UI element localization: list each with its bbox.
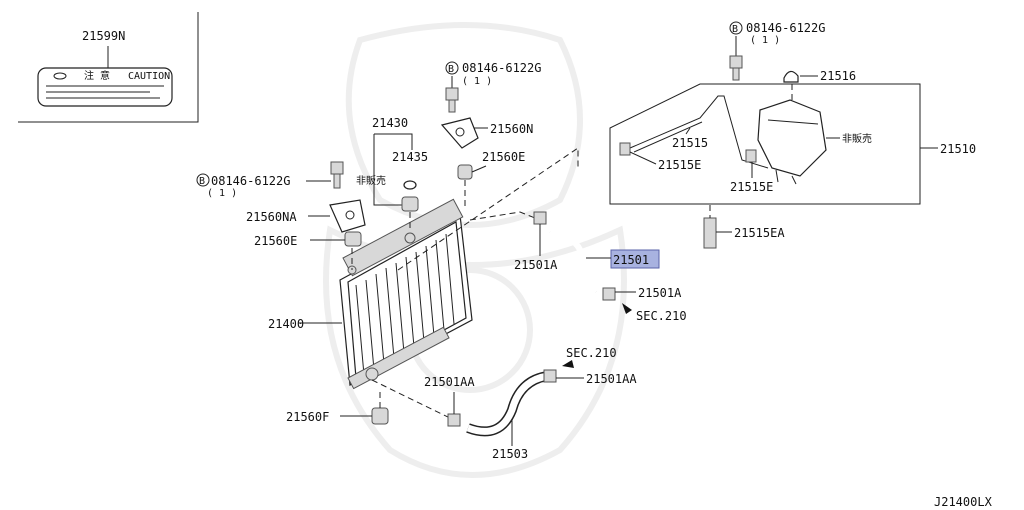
callout-21599N[interactable]: 21599N bbox=[82, 29, 125, 43]
hanbai-right: 非販売 bbox=[842, 132, 872, 145]
nissan-logo-icon bbox=[53, 72, 67, 80]
bracket-21560NA[interactable] bbox=[329, 199, 366, 233]
grommet-21560F[interactable] bbox=[371, 407, 389, 425]
bolt-marker-top-right: B bbox=[732, 24, 738, 35]
hanbai-left: 非販売 bbox=[356, 174, 386, 187]
callout-21515E-left[interactable]: 21515E bbox=[658, 158, 701, 172]
callout-bolt-top-center[interactable]: 08146-6122G bbox=[462, 61, 541, 75]
arrow-sec210-lower-icon bbox=[562, 360, 574, 368]
reservoir-box bbox=[609, 83, 921, 205]
clamp-21501AA-right[interactable] bbox=[543, 369, 557, 383]
bolt-marker-top-center: B bbox=[448, 64, 454, 75]
callout-21510[interactable]: 21510 bbox=[940, 142, 976, 156]
callout-bolt-top-center-qty: ( 1 ) bbox=[462, 76, 492, 87]
callout-21435[interactable]: 21435 bbox=[392, 150, 428, 164]
callout-21560F[interactable]: 21560F bbox=[286, 410, 329, 424]
lower-hose-21503[interactable] bbox=[466, 371, 549, 437]
label-chuui: 注 意 bbox=[84, 69, 110, 82]
callout-21503[interactable]: 21503 bbox=[492, 447, 528, 461]
bracket-21560N[interactable] bbox=[440, 117, 479, 149]
bolt-top-right[interactable] bbox=[729, 55, 743, 81]
upper-hose-21501[interactable] bbox=[549, 229, 599, 294]
caution-label-plate bbox=[37, 67, 173, 107]
clamp-21501AA-left[interactable] bbox=[447, 413, 461, 427]
caution-label-group: 21599N 注 意 CAUTION bbox=[18, 12, 199, 123]
callout-bolt-top-right-qty: ( 1 ) bbox=[750, 35, 780, 46]
bolt-left[interactable] bbox=[330, 161, 344, 189]
diagram-code: J21400LX bbox=[934, 495, 993, 509]
callout-21560E-left[interactable]: 21560E bbox=[254, 234, 297, 248]
bolt-marker-left: B bbox=[199, 176, 205, 187]
radiator-cap-21430[interactable] bbox=[401, 196, 419, 212]
clamp-21501A-right[interactable] bbox=[602, 287, 616, 301]
callout-21430[interactable]: 21430 bbox=[372, 116, 408, 130]
clamp-21515E-left[interactable] bbox=[619, 142, 631, 156]
callout-21501AA-left[interactable]: 21501AA bbox=[424, 375, 475, 389]
callout-21501A-right[interactable]: 21501A bbox=[638, 286, 682, 300]
arrow-sec210-upper-icon bbox=[622, 303, 632, 314]
grommet-21560E-top[interactable] bbox=[457, 164, 473, 180]
callout-bolt-left[interactable]: 08146-6122G bbox=[211, 174, 290, 188]
callout-21501[interactable]: 21501 bbox=[613, 253, 649, 267]
grommet-21560E-left[interactable] bbox=[344, 231, 362, 247]
callout-bolt-left-qty: ( 1 ) bbox=[207, 188, 237, 199]
callout-sec210-lower[interactable]: SEC.210 bbox=[566, 346, 617, 360]
clamp-21501A-left[interactable] bbox=[533, 211, 547, 225]
callout-21501A-left[interactable]: 21501A bbox=[514, 258, 558, 272]
callout-21400[interactable]: 21400 bbox=[268, 317, 304, 331]
callout-21515[interactable]: 21515 bbox=[672, 136, 708, 150]
radiator-21400[interactable] bbox=[339, 198, 473, 390]
clamp-21515E-right[interactable] bbox=[745, 149, 757, 163]
callout-sec210-upper[interactable]: SEC.210 bbox=[636, 309, 687, 323]
clip-21515EA[interactable] bbox=[703, 217, 717, 249]
callout-21501AA-right[interactable]: 21501AA bbox=[586, 372, 637, 386]
label-caution: CAUTION bbox=[128, 71, 170, 82]
reservoir-cap-21516[interactable] bbox=[783, 70, 799, 83]
callout-21515E-right[interactable]: 21515E bbox=[730, 180, 773, 194]
callout-21560NA[interactable]: 21560NA bbox=[246, 210, 297, 224]
callout-bolt-top-right[interactable]: 08146-6122G bbox=[746, 21, 825, 35]
callout-21560N[interactable]: 21560N bbox=[490, 122, 533, 136]
callout-21501-highlight[interactable] bbox=[610, 249, 660, 269]
callout-21560E-top[interactable]: 21560E bbox=[482, 150, 525, 164]
callout-21515EA[interactable]: 21515EA bbox=[734, 226, 785, 240]
bolt-top-center[interactable] bbox=[445, 87, 459, 113]
callout-21516[interactable]: 21516 bbox=[820, 69, 856, 83]
reservoir-tank[interactable] bbox=[757, 99, 827, 185]
cap-seal-21435[interactable] bbox=[403, 180, 417, 190]
